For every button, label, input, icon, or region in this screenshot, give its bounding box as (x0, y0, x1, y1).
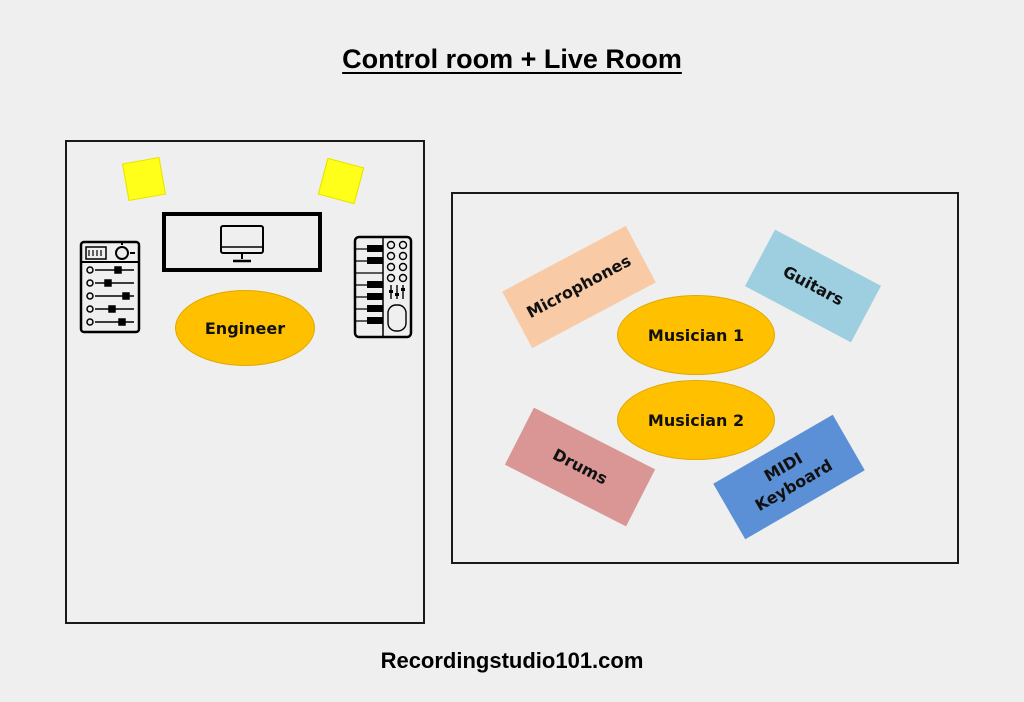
midi-controller-icon (353, 235, 413, 339)
left-speaker-icon (121, 156, 167, 202)
footer-website: Recordingstudio101.com (380, 648, 644, 673)
musician-2-position: Musician 2 (617, 380, 775, 460)
diagram-title: Control room + Live Room (342, 44, 682, 74)
computer-monitor-icon (220, 225, 264, 263)
drums-label: Drums (549, 444, 611, 488)
live-room (451, 192, 959, 564)
mixer-icon (79, 240, 141, 334)
engineer-position: Engineer (175, 290, 315, 366)
musician-1-position: Musician 1 (617, 295, 775, 375)
guitars-label: Guitars (779, 261, 847, 310)
